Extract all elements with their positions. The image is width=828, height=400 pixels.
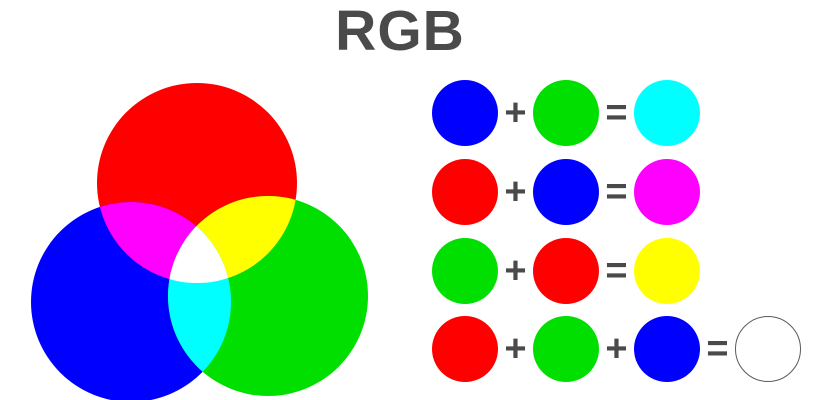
- equals-icon: =: [605, 92, 628, 134]
- equals-icon: =: [605, 171, 628, 213]
- green-circle: [533, 316, 599, 382]
- plus-icon: +: [504, 250, 527, 292]
- magenta-circle: [634, 159, 700, 225]
- blue-circle: [533, 159, 599, 225]
- equals-icon: =: [706, 328, 729, 370]
- equals-icon: =: [605, 250, 628, 292]
- equation-row-3: +=: [432, 238, 700, 304]
- plus-icon: +: [504, 92, 527, 134]
- red-circle: [432, 316, 498, 382]
- plus-icon: +: [504, 171, 527, 213]
- green-circle: [533, 80, 599, 146]
- plus-icon: +: [605, 328, 628, 370]
- blue-circle: [634, 316, 700, 382]
- cyan-circle: [634, 80, 700, 146]
- equation-row-4: + + =: [432, 316, 801, 382]
- equation-row-1: +=: [432, 80, 700, 146]
- plus-icon: +: [504, 328, 527, 370]
- venn-region-red-green: [168, 196, 297, 283]
- white-circle: [735, 316, 801, 382]
- equation-row-2: +=: [432, 159, 700, 225]
- red-circle: [432, 159, 498, 225]
- red-circle: [533, 238, 599, 304]
- green-circle: [432, 238, 498, 304]
- rgb-venn-diagram: [31, 83, 368, 400]
- blue-circle: [432, 80, 498, 146]
- page-title: RGB: [335, 0, 465, 63]
- yellow-circle: [634, 238, 700, 304]
